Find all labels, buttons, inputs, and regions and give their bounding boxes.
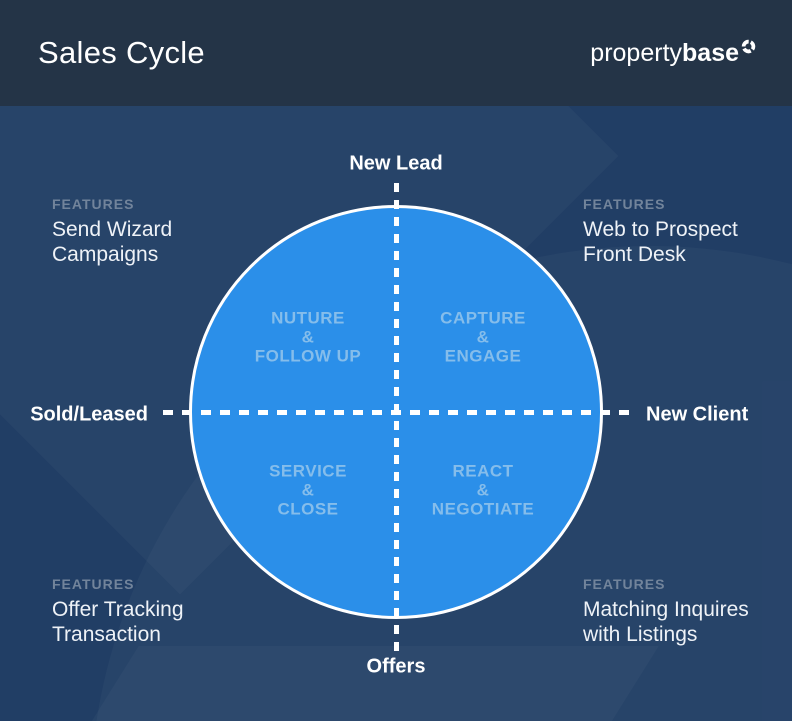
quadrant-line: NEGOTIATE <box>431 499 535 519</box>
feature-line: with Listings <box>583 623 698 646</box>
quadrant-line: & <box>476 480 490 500</box>
quadrant-line: & <box>301 480 315 500</box>
feature-line: Front Desk <box>583 243 686 266</box>
features-block-top-right: FEATURES Web to Prospect Front Desk <box>583 196 738 267</box>
features-label: FEATURES <box>52 576 135 592</box>
features-label: FEATURES <box>52 196 135 212</box>
quadrant-line: NUTURE <box>271 308 345 328</box>
background-decoration <box>1 646 658 721</box>
logo-text-regular: property <box>590 38 683 67</box>
quadrant-nuture-follow-up: NUTURE & FOLLOW UP <box>255 309 361 366</box>
quadrant-line: & <box>301 327 315 347</box>
feature-line: Send Wizard <box>52 218 173 241</box>
quadrant-react-negotiate: REACT & NEGOTIATE <box>432 462 534 519</box>
quadrant-line: CLOSE <box>277 499 339 519</box>
quadrant-line: FOLLOW UP <box>254 346 362 366</box>
quadrant-line: REACT <box>452 461 514 481</box>
feature-line: Campaigns <box>52 243 159 266</box>
feature-line: Matching Inquires <box>583 598 749 621</box>
feature-line: Web to Prospect <box>583 218 738 241</box>
swirl-ring-icon <box>741 39 756 53</box>
axis-label-new-lead: New Lead <box>349 152 443 175</box>
sales-cycle-diagram: New Lead New Client Offers Sold/Leased N… <box>0 106 792 721</box>
quadrant-line: SERVICE <box>269 461 347 481</box>
horizontal-dashed-axis <box>163 410 630 415</box>
features-block-top-left: FEATURES Send Wizard Campaigns <box>52 196 172 267</box>
quadrant-capture-engage: CAPTURE & ENGAGE <box>440 309 526 366</box>
axis-label-sold-leased: Sold/Leased <box>30 403 148 426</box>
features-label: FEATURES <box>583 196 666 212</box>
quadrant-line: ENGAGE <box>444 346 522 366</box>
features-label: FEATURES <box>583 576 666 592</box>
axis-label-offers: Offers <box>366 655 426 678</box>
vertical-dashed-axis <box>394 183 399 653</box>
features-block-bottom-right: FEATURES Matching Inquires with Listings <box>583 576 749 647</box>
axis-label-new-client: New Client <box>646 403 749 426</box>
features-block-bottom-left: FEATURES Offer Tracking Transaction <box>52 576 184 647</box>
page-title: Sales Cycle <box>38 35 205 70</box>
quadrant-line: & <box>476 327 490 347</box>
quadrant-line: CAPTURE <box>440 308 526 328</box>
logo-text-bold: base <box>682 38 739 67</box>
quadrant-service-close: SERVICE & CLOSE <box>269 462 347 519</box>
feature-line: Offer Tracking <box>52 598 184 621</box>
feature-line: Transaction <box>52 623 161 646</box>
